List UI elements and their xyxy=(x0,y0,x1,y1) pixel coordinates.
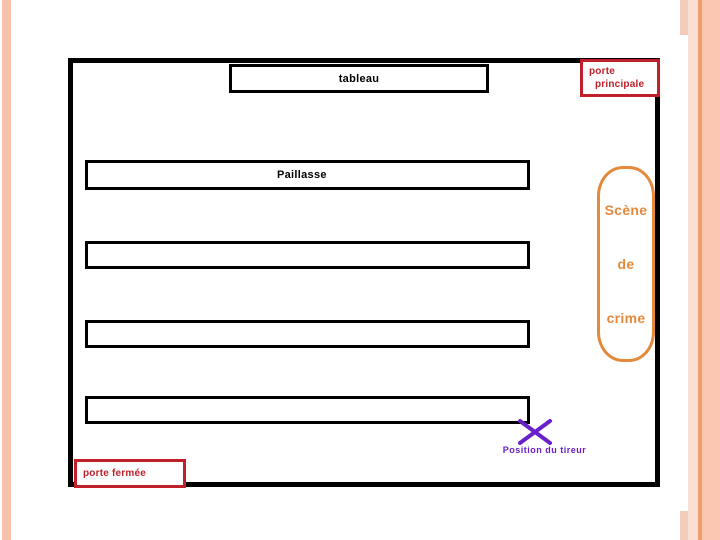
right-decorative-band-top xyxy=(680,0,688,35)
right-decorative-band-light xyxy=(688,0,698,540)
shooter-position-marker[interactable]: Position du tireur xyxy=(487,418,602,460)
door-main-callout[interactable]: porte principale xyxy=(580,59,660,97)
crime-scene-label-line3: crime xyxy=(606,310,646,326)
right-decorative-band-salmon xyxy=(702,0,720,540)
furniture-bench-2[interactable] xyxy=(85,320,530,348)
right-decorative-band-dark xyxy=(698,0,702,540)
furniture-paillasse[interactable]: Paillasse xyxy=(85,160,530,190)
x-cross-icon xyxy=(518,419,552,445)
furniture-bench-3[interactable] xyxy=(85,396,530,424)
furniture-tableau-label: tableau xyxy=(338,72,380,85)
crime-scene-label-line2: de xyxy=(617,256,635,272)
crime-scene-label-line1: Scène xyxy=(604,202,648,218)
room-outline xyxy=(68,58,660,487)
crime-scene-zone[interactable]: Scène de crime xyxy=(597,166,655,362)
furniture-tableau[interactable]: tableau xyxy=(229,64,489,93)
shooter-position-label: Position du tireur xyxy=(502,445,587,455)
door-closed-callout[interactable]: porte fermée xyxy=(74,459,186,488)
left-decorative-band xyxy=(2,0,11,540)
furniture-bench-1[interactable] xyxy=(85,241,530,269)
furniture-paillasse-label: Paillasse xyxy=(277,169,327,181)
door-main-label-line1: porte xyxy=(589,66,615,77)
right-decorative-band-bottom xyxy=(680,511,688,540)
door-closed-label: porte fermée xyxy=(83,468,146,479)
door-main-label-line2: principale xyxy=(595,79,645,90)
